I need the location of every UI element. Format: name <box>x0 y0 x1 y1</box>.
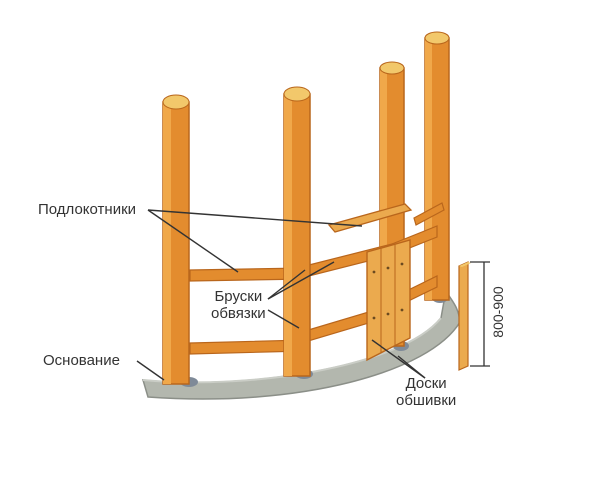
height-dimension-line <box>470 261 490 367</box>
label-frame-rails-line1: Бруски <box>214 288 263 305</box>
label-cladding-boards: Доски обшивки <box>396 375 456 409</box>
label-frame-rails-line2: обвязки <box>211 305 266 322</box>
label-height-dimension: 800-900 <box>490 286 506 338</box>
loose-board <box>458 261 471 371</box>
label-armrests: Подлокотники <box>38 201 137 218</box>
label-frame-rails: Бруски обвязки <box>211 288 266 322</box>
post-back-4 <box>424 31 450 301</box>
post-front-1 <box>162 94 190 385</box>
label-cladding-boards-line1: Доски <box>405 375 447 392</box>
label-cladding-boards-line2: обшивки <box>396 392 457 409</box>
armrest <box>413 202 445 226</box>
cladding-boards <box>366 239 411 362</box>
post-front-2 <box>283 86 311 377</box>
leader-lines <box>136 209 426 381</box>
label-base: Основание <box>43 352 120 369</box>
